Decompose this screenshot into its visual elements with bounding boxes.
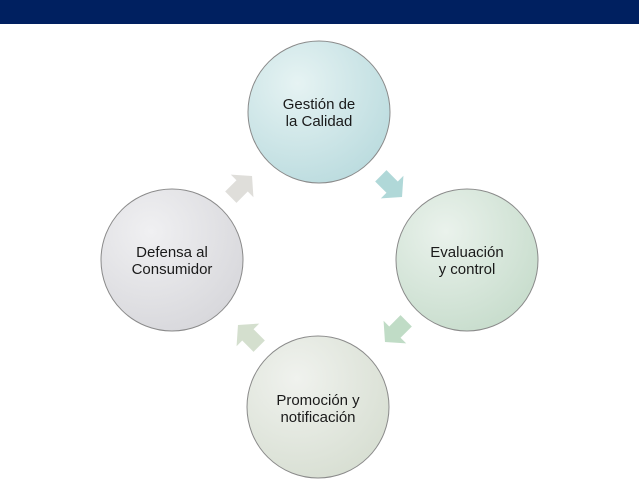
node-promocion-label: Promoción y notificación	[276, 392, 360, 426]
arrow-up-right-icon	[225, 174, 254, 203]
header-bar	[0, 0, 639, 24]
arrow-down-right-icon	[375, 170, 404, 199]
node-evaluacion-label: Evaluación y control	[430, 244, 504, 278]
arrow-down-left-icon	[383, 315, 412, 344]
node-gestion-label: Gestión de la Calidad	[282, 96, 356, 130]
node-gestion-circle	[247, 40, 391, 184]
node-defensa-circle	[100, 188, 244, 332]
node-evaluacion-circle	[395, 188, 539, 332]
node-promocion-circle	[246, 335, 390, 479]
node-defensa-label: Defensa al Consumidor	[131, 244, 213, 278]
arrow-up-left-icon	[236, 323, 265, 352]
